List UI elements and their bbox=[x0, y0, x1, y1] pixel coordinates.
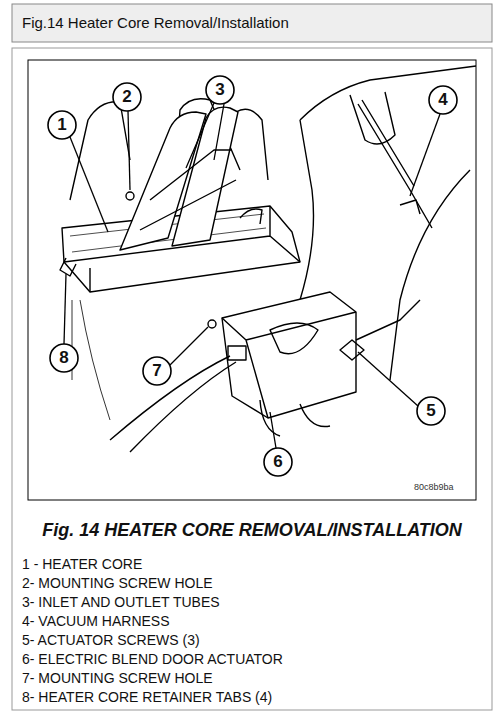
callout-circle bbox=[143, 357, 171, 385]
legend-line: 3- INLET AND OUTLET TUBES bbox=[22, 594, 220, 610]
legend-line: 6- ELECTRIC BLEND DOOR ACTUATOR bbox=[22, 651, 283, 667]
callout-number: 2 bbox=[114, 84, 140, 110]
callout-number: 1 bbox=[49, 112, 75, 138]
leader-line bbox=[270, 412, 276, 448]
leader-line bbox=[186, 103, 224, 168]
callout-circle bbox=[417, 397, 445, 425]
callout-circle bbox=[50, 344, 78, 372]
actuator-wire bbox=[110, 356, 236, 452]
legend-line: 8- HEATER CORE RETAINER TABS (4) bbox=[22, 689, 272, 705]
figure-code: 80c8b9ba bbox=[414, 482, 454, 492]
legend-line: 2- MOUNTING SCREW HOLE bbox=[22, 575, 213, 591]
callout-number: 7 bbox=[144, 358, 170, 384]
leader-line bbox=[358, 352, 418, 406]
actuator-edges bbox=[222, 312, 356, 418]
callout-number: 3 bbox=[207, 77, 233, 103]
title-bar bbox=[12, 4, 492, 42]
callout-circle bbox=[48, 111, 76, 139]
legend-line: 5- ACTUATOR SCREWS (3) bbox=[22, 632, 200, 648]
callout-number: 5 bbox=[418, 398, 444, 424]
actuator-screw bbox=[340, 340, 364, 360]
heater-assembly bbox=[60, 66, 476, 452]
legend-line: 1 - HEATER CORE bbox=[22, 556, 142, 572]
leader-line bbox=[64, 274, 66, 344]
leader-line bbox=[410, 114, 440, 196]
callout-number: 8 bbox=[51, 345, 77, 371]
frame bbox=[12, 48, 492, 710]
mounting-screw-hole bbox=[208, 320, 216, 328]
fitting bbox=[240, 209, 262, 224]
mounting-screw-hole bbox=[126, 192, 134, 200]
callout-circle bbox=[113, 83, 141, 111]
leader-line bbox=[128, 111, 130, 190]
blend-door-actuator bbox=[222, 292, 356, 418]
callout-circle bbox=[206, 76, 234, 104]
vacuum-connector bbox=[400, 200, 420, 214]
housing-strut bbox=[356, 300, 420, 340]
figure-caption: Fig. 14 HEATER CORE REMOVAL/INSTALLATION bbox=[22, 520, 482, 541]
vacuum-harness bbox=[358, 100, 432, 228]
callout-circle bbox=[429, 86, 457, 114]
callout-number: 6 bbox=[265, 449, 291, 475]
callout-circle bbox=[264, 448, 292, 476]
callout-number: 4 bbox=[430, 87, 456, 113]
actuator-dome bbox=[270, 323, 318, 354]
leader-line bbox=[170, 327, 208, 365]
figure-title: Fig.14 Heater Core Removal/Installation bbox=[22, 14, 289, 31]
actuator-connector bbox=[228, 346, 246, 360]
callouts bbox=[48, 76, 457, 476]
leader-line bbox=[70, 137, 108, 232]
legend-line: 4- VACUUM HARNESS bbox=[22, 613, 170, 629]
retainer-tab bbox=[60, 258, 76, 276]
figure-border bbox=[28, 60, 476, 500]
leader-lines bbox=[64, 103, 440, 448]
outlet-tube bbox=[172, 107, 238, 246]
legend-line: 7- MOUNTING SCREW HOLE bbox=[22, 670, 213, 686]
